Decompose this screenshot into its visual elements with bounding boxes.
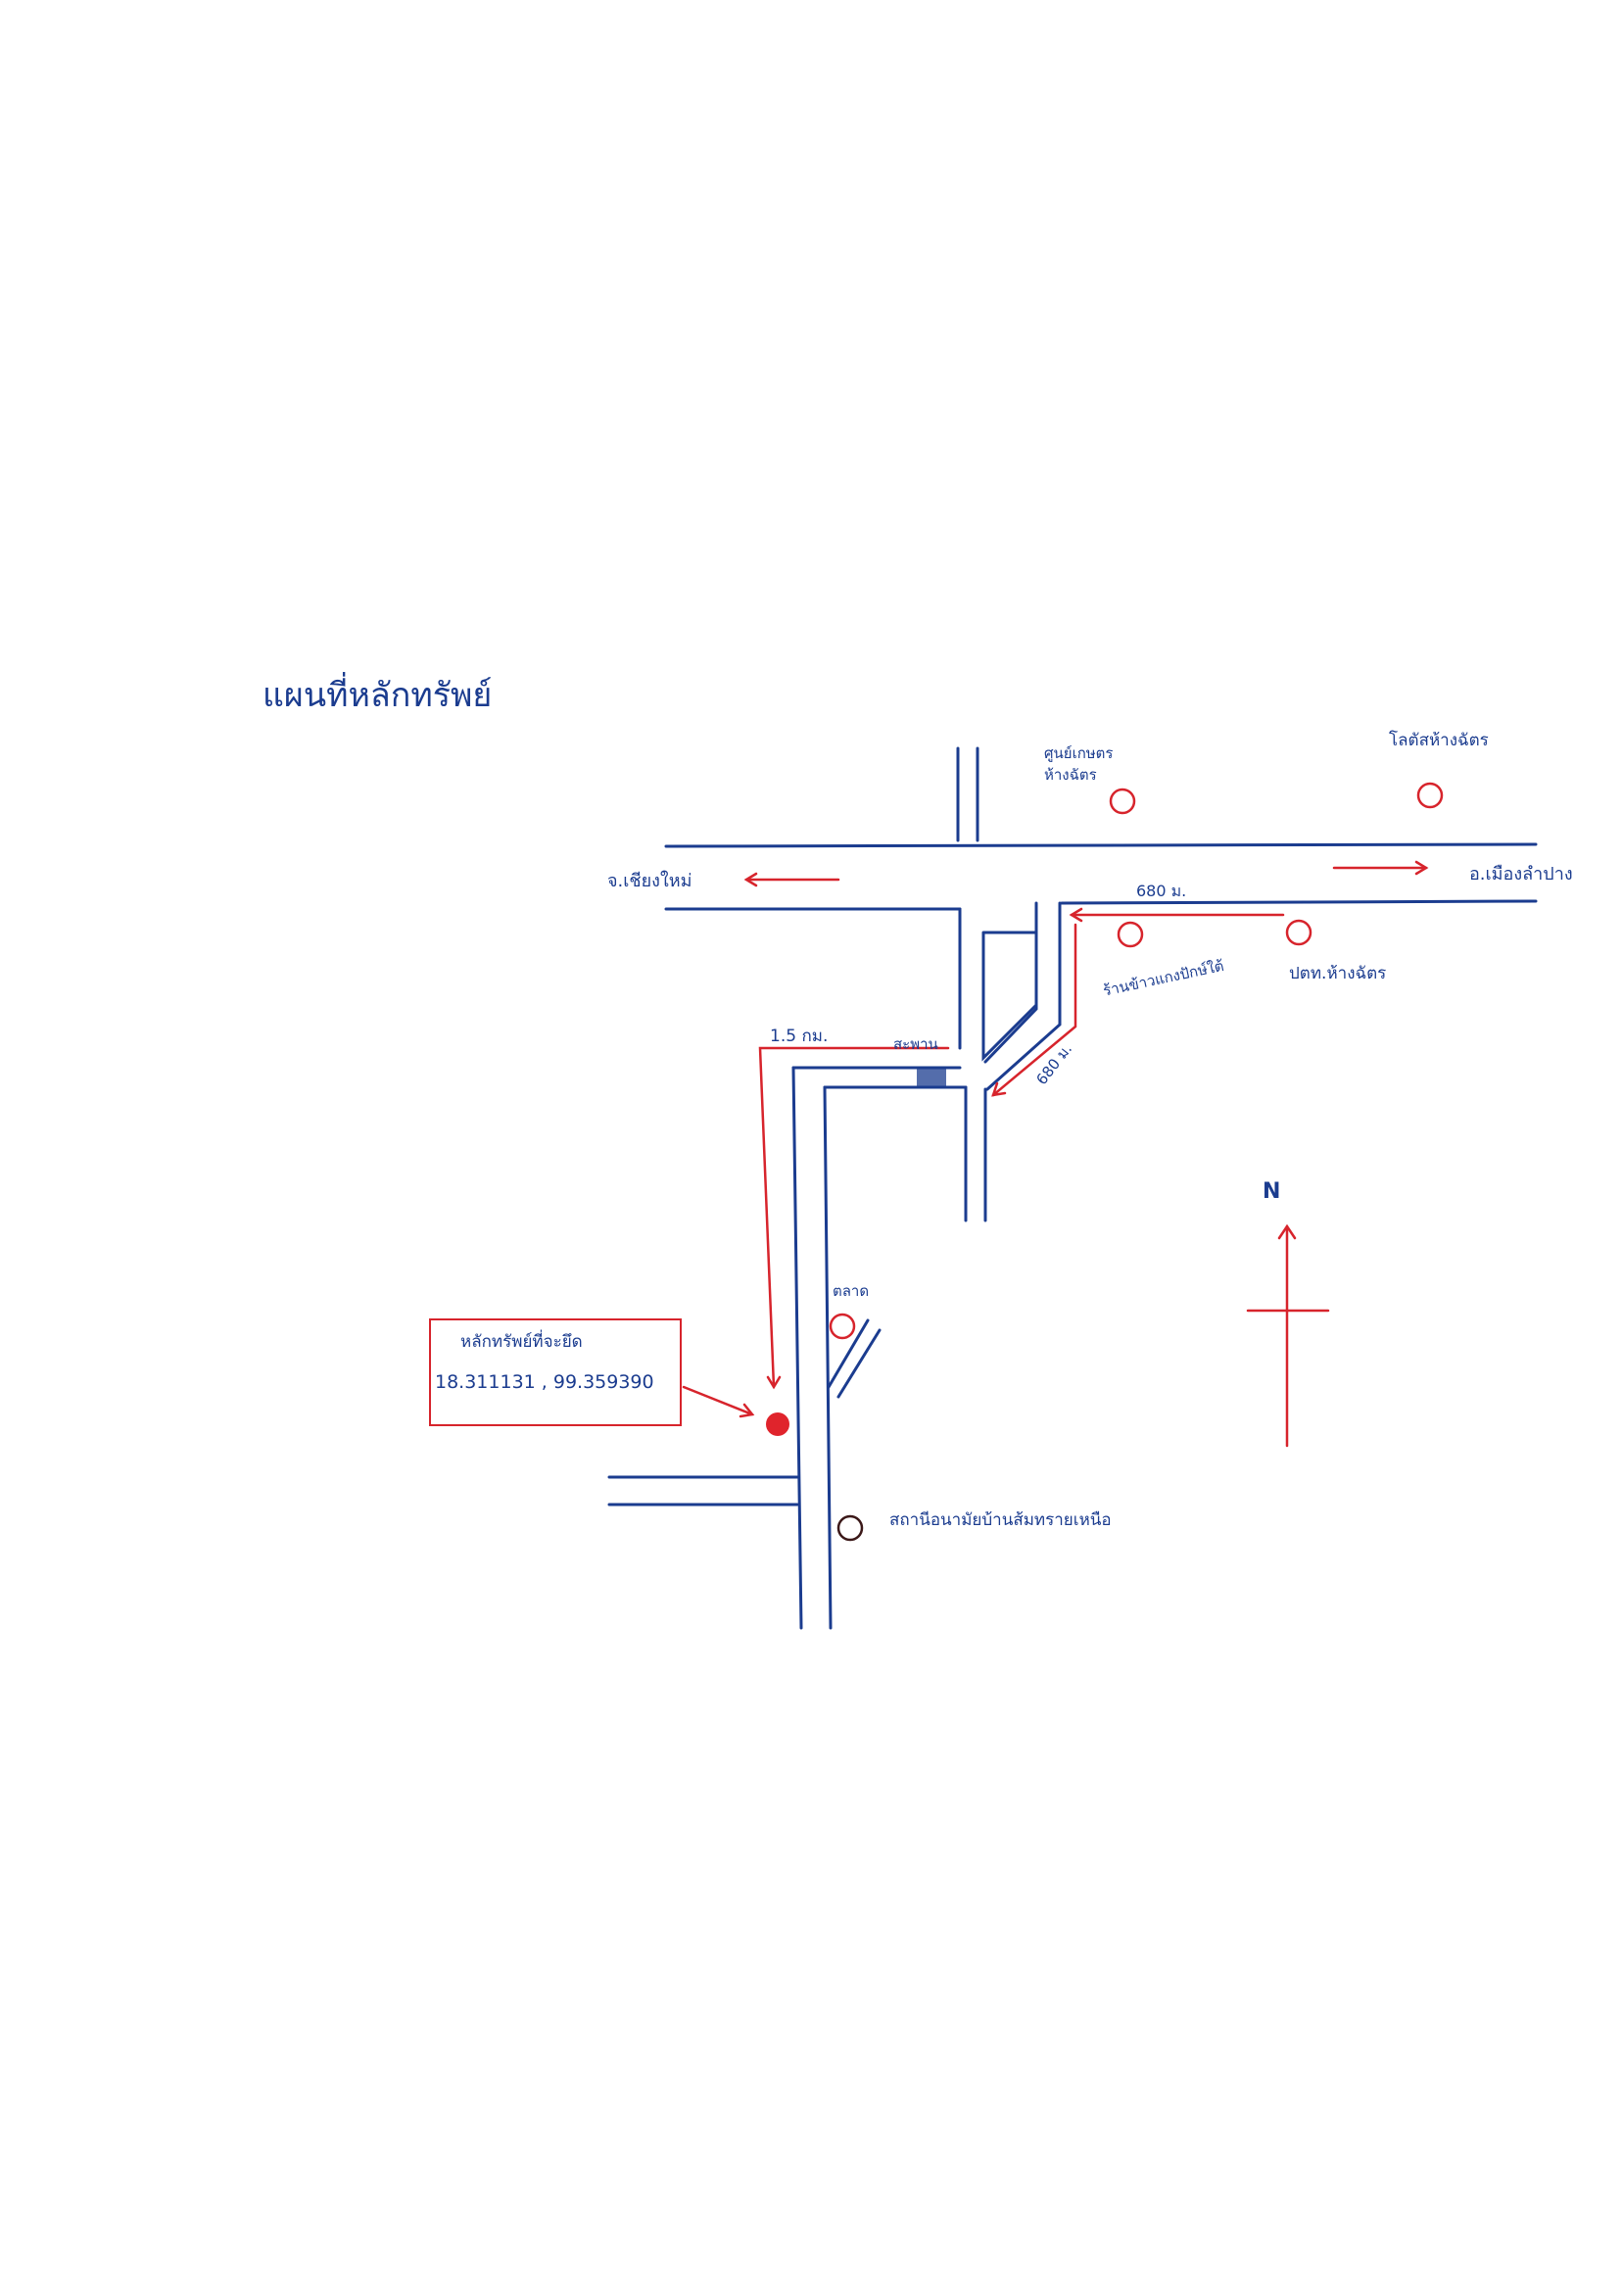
- triangle-island: [981, 931, 1038, 1062]
- market-lane-1: [827, 1318, 870, 1389]
- marker-pointer: [682, 1385, 754, 1416]
- bridge-mark: [917, 1068, 946, 1087]
- compass-north-label: N: [1263, 1179, 1281, 1204]
- label-market: ตลาด: [833, 1282, 870, 1300]
- long-road-east: [823, 1085, 833, 1630]
- label-to-chiang-mai: จ.เชียงใหม่: [607, 871, 692, 891]
- diagonal-road-west: [983, 901, 1038, 1064]
- collateral-coordinates: 18.311131 , 99.359390: [435, 1371, 654, 1393]
- lotus-circle: [1416, 782, 1444, 809]
- label-distance-top-road: 680 ม.: [1136, 882, 1187, 900]
- market-circle: [829, 1313, 856, 1340]
- collateral-dot: [766, 1412, 789, 1436]
- rice-shop-circle: [1117, 921, 1144, 948]
- diagonal-road-east: [985, 901, 1062, 1091]
- map-title: แผนที่หลักทรัพย์: [262, 676, 493, 715]
- label-to-lampang: อ.เมืองลำปาง: [1469, 864, 1573, 885]
- route-diagonal-head: [991, 1081, 1007, 1097]
- label-distance-side-road: 1.5 กม.: [770, 1027, 829, 1046]
- collateral-info-box: [429, 1318, 682, 1426]
- marker-pointer-head: [739, 1403, 755, 1418]
- arrow-to-lampang-head: [1414, 860, 1429, 876]
- long-road-west: [791, 1066, 803, 1630]
- market-lane-2: [836, 1328, 882, 1399]
- highway-south-edge-east: [1060, 899, 1538, 905]
- route-highway-head: [1069, 907, 1083, 923]
- label-lotus: โลตัสห้างฉัตร: [1389, 731, 1489, 750]
- route-diagonal: [991, 923, 1077, 1097]
- compass-arrow-head: [1277, 1223, 1297, 1240]
- pao-circle: [1285, 919, 1312, 946]
- highway-north-edge: [664, 842, 1538, 848]
- route-side-road-head: [766, 1375, 782, 1390]
- label-pao: ปตท.ห้างฉัตร: [1289, 964, 1387, 983]
- health-station-circle: [836, 1514, 864, 1542]
- label-bridge: สะพาน: [893, 1035, 938, 1053]
- route-side-road: [758, 1046, 950, 1389]
- arrow-to-chiangmai-head: [743, 872, 758, 887]
- agri-office-circle: [1109, 788, 1136, 815]
- collateral-name: หลักทรัพย์ที่จะยึด: [460, 1332, 583, 1352]
- label-agri-office: ศูนย์เกษตร ห้างฉัตร: [1044, 744, 1114, 784]
- label-health-station: สถานีอนามัยบ้านส้มทรายเหนือ: [889, 1510, 1112, 1530]
